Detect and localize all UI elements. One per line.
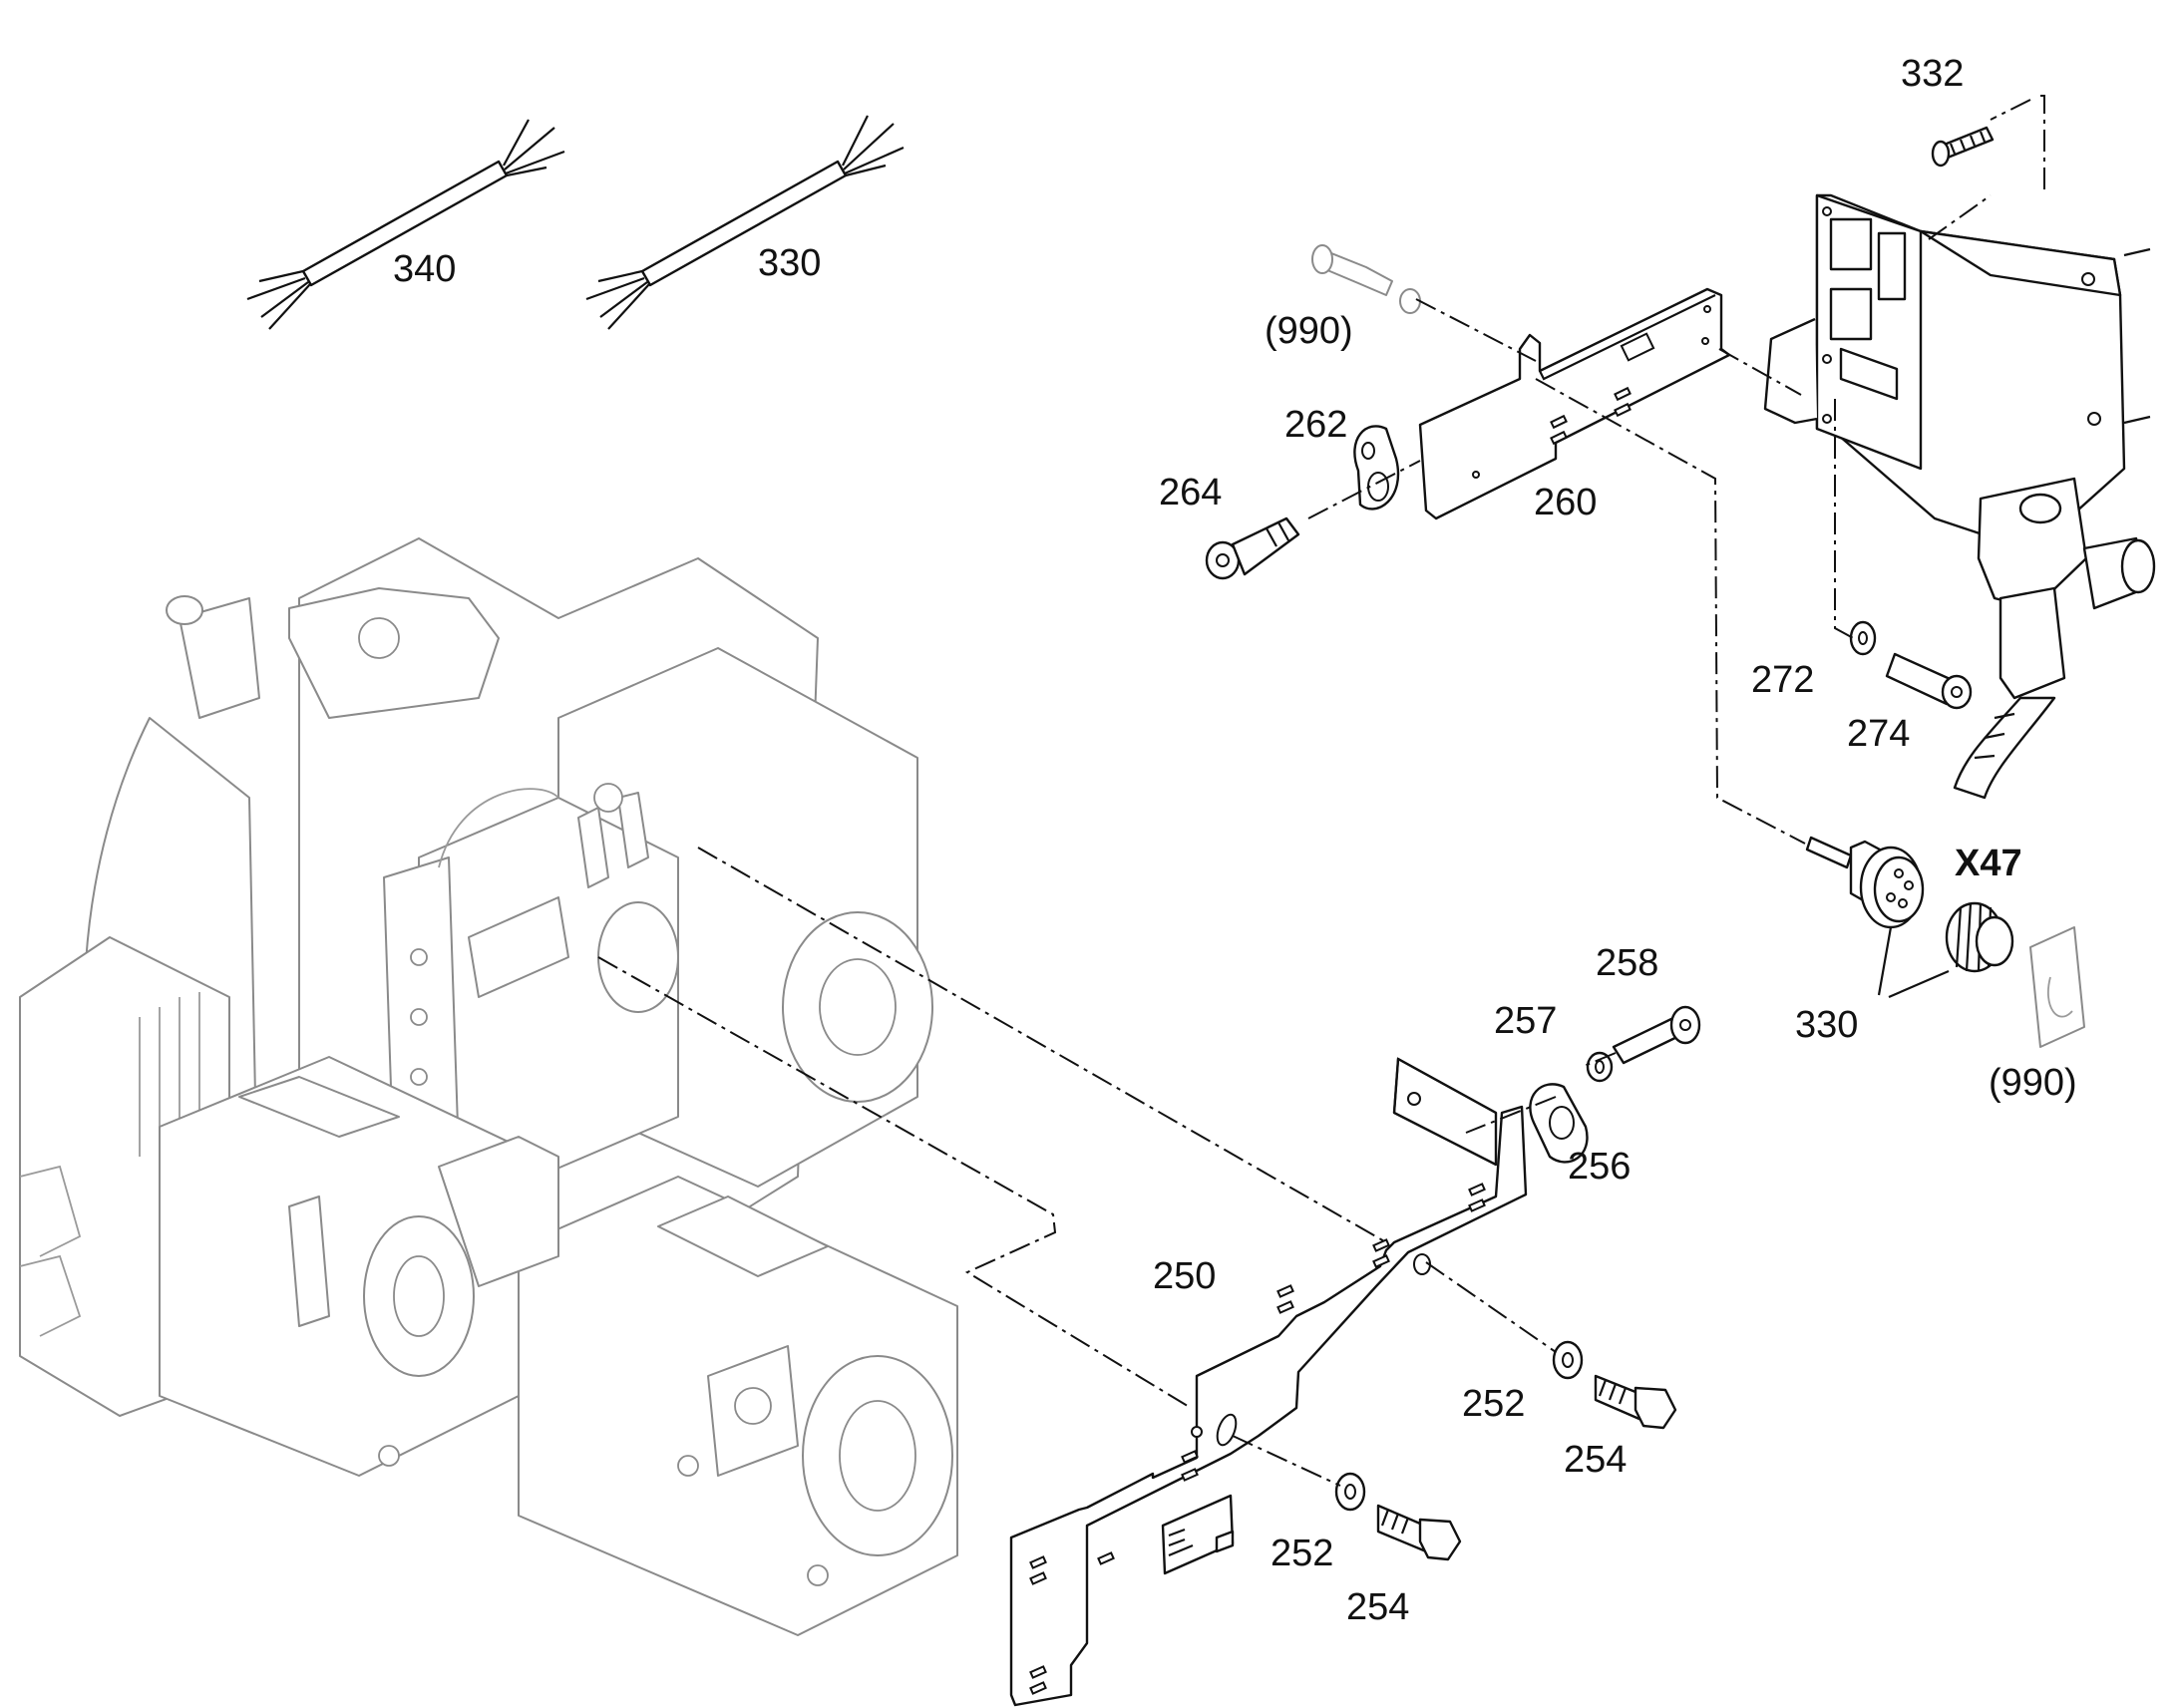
bracket-250 <box>1009 1057 1528 1707</box>
label-990-right: (990) <box>1989 1062 2077 1104</box>
washer-252-right <box>1552 1340 1584 1380</box>
cable-340 <box>246 119 565 330</box>
label-332: 332 <box>1901 53 1964 95</box>
assembly-lines <box>597 95 2045 1487</box>
label-258: 258 <box>1596 942 1658 984</box>
washer-252-left <box>1334 1472 1366 1512</box>
cable-330 <box>585 115 905 330</box>
label-274: 274 <box>1847 713 1910 755</box>
label-250: 250 <box>1153 1255 1216 1297</box>
label-252-right: 252 <box>1462 1383 1525 1425</box>
label-257: 257 <box>1494 1000 1557 1042</box>
label-330-cable: 330 <box>758 242 821 284</box>
connector-x47 <box>1805 836 1925 929</box>
label-x47: X47 <box>1955 843 2022 884</box>
label-254-left: 254 <box>1346 1586 1409 1628</box>
transmission-housing <box>19 537 958 1636</box>
label-340: 340 <box>393 248 456 290</box>
label-254-right: 254 <box>1564 1439 1627 1481</box>
label-256: 256 <box>1568 1146 1631 1188</box>
label-264: 264 <box>1159 472 1222 513</box>
bolt-254-left <box>1376 1504 1462 1561</box>
label-262: 262 <box>1284 404 1347 446</box>
part-labels: 340 330 332 (990) 262 264 260 272 274 X4… <box>393 53 2077 1628</box>
label-330-connector: 330 <box>1795 1004 1858 1046</box>
bolt-254-right <box>1594 1374 1677 1430</box>
clip-256 <box>1529 1083 1589 1164</box>
clip-262 <box>1353 425 1400 511</box>
washer-272 <box>1849 620 1877 656</box>
screw-990-top <box>1311 244 1421 314</box>
control-unit <box>1763 193 2156 800</box>
gasket-990 <box>2029 926 2085 1048</box>
connector-cap <box>1945 901 2014 973</box>
bracket-260 <box>1418 287 1731 520</box>
screw-274 <box>1885 652 1973 710</box>
screw-258 <box>1612 1005 1701 1065</box>
washer-257 <box>1586 1051 1614 1083</box>
label-252-left: 252 <box>1271 1533 1333 1574</box>
screw-264 <box>1205 516 1300 580</box>
label-260: 260 <box>1534 482 1597 523</box>
label-990-top: (990) <box>1265 310 1353 352</box>
screw-332 <box>1931 126 1995 168</box>
label-272: 272 <box>1751 659 1814 701</box>
